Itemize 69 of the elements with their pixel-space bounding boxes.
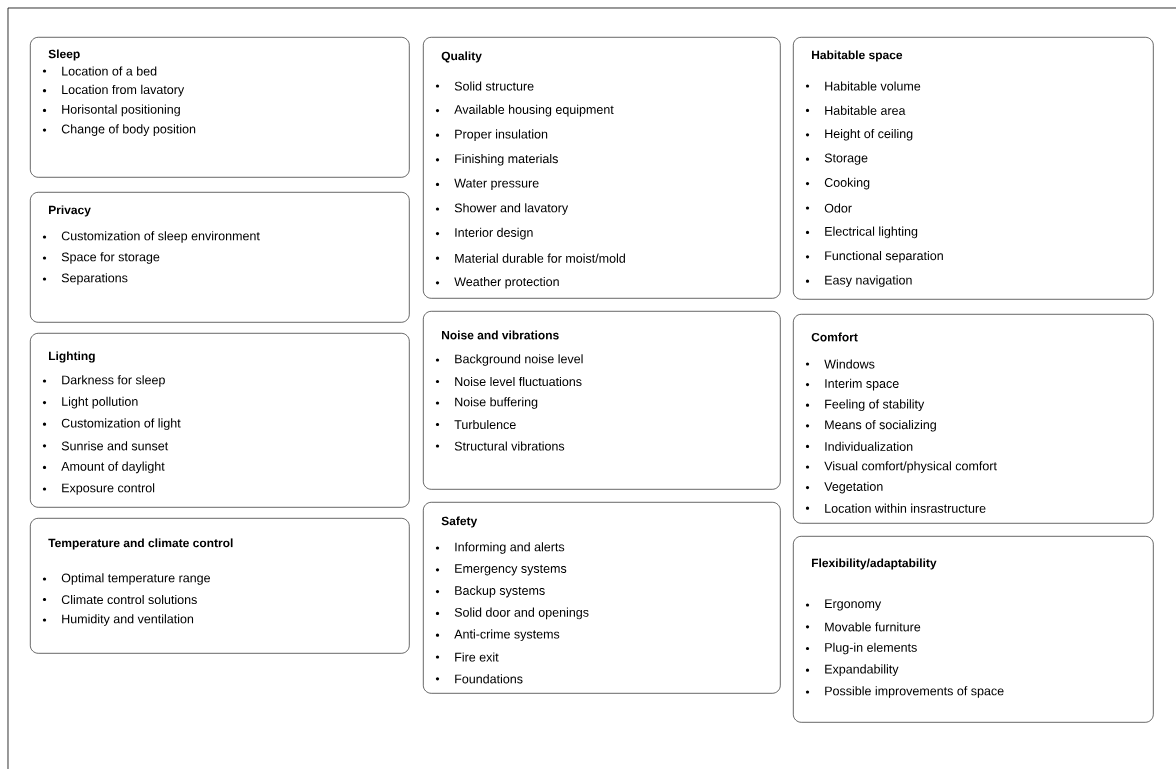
list-item: Weather protection [454, 276, 559, 289]
list-item: Noise level fluctuations [455, 376, 582, 387]
list-item: Humidity and ventilation [62, 614, 194, 626]
list-item: Feeling of stability [825, 399, 925, 411]
box-heading: Flexibility/adaptability [812, 558, 937, 570]
list-item: Easy navigation [825, 275, 912, 287]
list-item: Location of a bed [62, 66, 157, 76]
box-heading: Noise and vibrations [442, 330, 559, 340]
list-item: Interim space [825, 378, 899, 391]
list-item: Location within insrastructure [825, 503, 986, 513]
list-item: Visual comfort/physical comfort [824, 461, 997, 473]
list-item: Sunrise and sunset [61, 441, 169, 451]
list-item: Solid structure [454, 81, 534, 91]
list-item: Change of body position [61, 124, 196, 136]
list-item: Vegetation [824, 481, 883, 494]
list-item: Darkness for sleep [62, 375, 165, 387]
list-item: Plug-in elements [825, 642, 917, 655]
list-item: Individualization [825, 441, 913, 451]
list-item: Habitable area [825, 105, 906, 115]
list-item: Backup systems [455, 585, 545, 598]
list-item: Habitable volume [825, 81, 921, 91]
list-item: Solid door and openings [454, 607, 589, 620]
list-item: Material durable for moist/mold [455, 253, 625, 263]
list-item: Functional separation [825, 250, 943, 263]
list-item: Windows [824, 359, 875, 369]
list-item: Location from lavatory [62, 84, 185, 97]
list-item: Shower and lavatory [454, 203, 569, 215]
list-item: Emergency systems [455, 564, 567, 576]
box-heading: Comfort [811, 332, 858, 342]
list-item: Electrical lighting [825, 226, 918, 239]
list-item: Structural vibrations [454, 441, 565, 451]
list-item: Available housing equipment [454, 104, 614, 117]
list-item: Foundations [455, 674, 523, 684]
box-heading: Privacy [49, 205, 91, 217]
list-item: Interior design [455, 227, 533, 240]
list-item: Customization of sleep environment [61, 231, 260, 243]
box-heading: Habitable space [812, 50, 903, 62]
list-item: Optimal temperature range [61, 573, 210, 585]
list-item: Informing and alerts [455, 542, 565, 554]
list-item: Ergonomy [825, 599, 882, 611]
list-item: Light pollution [62, 396, 138, 409]
list-item: Expandability [825, 664, 899, 676]
list-item: Height of ceiling [825, 128, 913, 141]
list-item: Space for storage [61, 252, 160, 264]
list-item: Cooking [824, 177, 870, 190]
list-item: Water pressure [454, 178, 539, 190]
list-item: Fire exit [455, 652, 499, 662]
list-item: Turbulence [454, 419, 516, 430]
list-item: Noise buffering [455, 397, 538, 409]
list-item: Proper insulation [455, 129, 548, 141]
list-item: Storage [824, 153, 868, 165]
list-item: Movable furniture [825, 622, 921, 632]
list-item: Possible improvements of space [825, 686, 1004, 698]
list-item: Means of socializing [825, 419, 936, 432]
list-item: Amount of daylight [61, 461, 165, 474]
list-item: Separations [61, 273, 128, 285]
box-heading: Safety [441, 516, 478, 528]
box-heading: Quality [441, 51, 482, 63]
list-item: Climate control solutions [61, 594, 197, 605]
box-heading: Lighting [49, 351, 95, 363]
list-item: Exposure control [62, 483, 155, 495]
list-item: Background noise level [455, 354, 583, 366]
list-item: Horisontal positioning [62, 104, 180, 117]
list-item: Odor [824, 203, 852, 213]
list-item: Finishing materials [455, 153, 558, 166]
list-item: Customization of light [61, 418, 181, 430]
box-heading: Sleep [48, 49, 80, 61]
list-item: Anti-crime systems [454, 629, 560, 641]
box-heading: Temperature and climate control [48, 538, 233, 550]
